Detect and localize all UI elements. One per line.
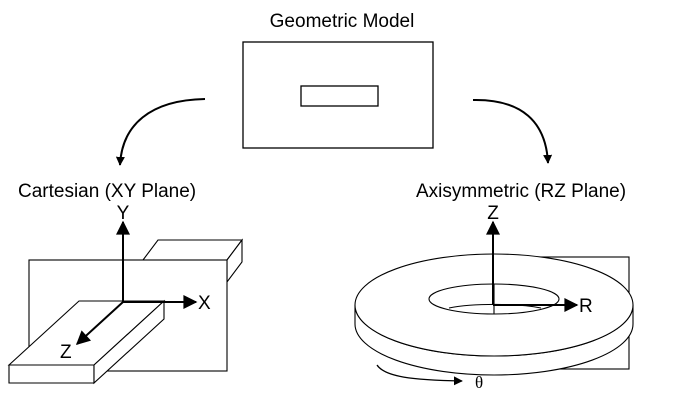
rotation-arrow (376, 364, 463, 386)
diagram-title: Geometric Model (270, 11, 415, 32)
cartesian-z-axis (75, 301, 124, 345)
curved-arrow-right (472, 98, 553, 164)
model-inner-rect (300, 85, 379, 107)
cartesian-caption: Cartesian (XY Plane) (18, 181, 196, 202)
axisym-z-label: Z (487, 203, 499, 224)
axisym-r-label: R (579, 296, 593, 317)
front-bar-face (8, 364, 95, 384)
cartesian-z-label: Z (60, 342, 72, 363)
front-bar-side (93, 299, 165, 385)
cartesian-y-label: Y (117, 203, 130, 224)
cartesian-x-label: X (198, 293, 211, 314)
axisymmetric-illustration: Z R θ (354, 203, 634, 392)
axisymmetric-caption: Axisymmetric (RZ Plane) (416, 181, 626, 202)
geometric-model (242, 41, 434, 149)
model-outer-rect (242, 41, 434, 149)
ring-top-face (354, 253, 634, 357)
curved-arrow-left (115, 98, 206, 166)
back-bar-top (141, 239, 244, 261)
theta-label: θ (475, 373, 483, 392)
cartesian-illustration: Y X Z (7, 203, 244, 385)
